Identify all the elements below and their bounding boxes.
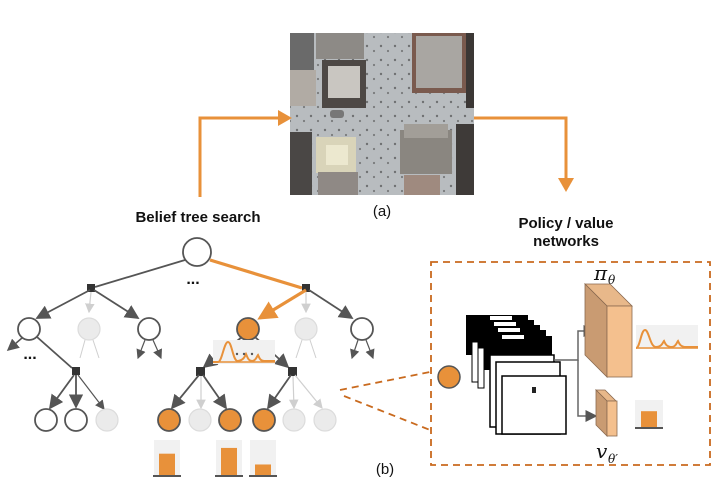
value-bar-leaf-1 [159,453,175,476]
belief-node-l1 [17,317,41,341]
belief-tree-search-title: Belief tree search [135,209,260,226]
policy-value-title-line2: networks [533,233,599,250]
value-output-chart [635,400,663,429]
action-node-right [302,284,310,292]
caption-b: (b) [376,461,394,478]
leaf-node-faded [313,408,337,432]
leaf-node-4 [252,408,276,432]
left-ellipsis: ... [23,346,36,363]
belief-node-faded [77,317,101,341]
leaf-node-faded [282,408,306,432]
root-ellipsis: ... [186,271,199,288]
leaf-node-1 [157,408,181,432]
zoom-connector-lower [343,395,431,431]
value-network-block [595,389,618,437]
leaf-node-faded [188,408,212,432]
feature-map-stack [466,315,567,435]
belief-node-l3 [137,317,161,341]
belief-node-r3 [350,317,374,341]
network-detail: π θ v θ′ [437,261,698,466]
value-subscript: θ′ [608,452,618,466]
value-bar-leaf-3 [221,447,237,476]
value-bar-leaf-4 [255,464,271,476]
highlighted-path-edge-2 [257,288,307,320]
policy-output-curve [635,328,698,349]
policy-value-title-line1: Policy / value [518,215,613,232]
leaf-node [34,408,58,432]
policy-symbol: π [593,261,608,285]
caption-a: (a) [373,203,391,220]
leaf-node-3 [218,408,242,432]
highlighted-path-edge-1 [209,258,303,290]
action-node [72,367,80,375]
action-node [196,367,205,376]
zoom-connector-upper [339,371,431,391]
policy-distribution-curve [213,340,275,363]
policy-subscript: θ [608,273,616,287]
belief-tree: ... ... [6,237,375,477]
value-symbol: v [596,439,608,463]
input-belief-node [437,365,461,389]
policy-network-block [584,283,633,378]
tree-root-node [182,237,212,267]
value-output-bar [641,411,657,428]
action-node [288,367,297,376]
belief-node-faded [294,317,318,341]
action-node-left [87,284,95,292]
arrow-tree-to-scene [198,110,292,197]
leaf-node-faded [95,408,119,432]
scene-image [290,33,474,195]
arrow-scene-to-networks [474,116,574,192]
leaf-node [64,408,88,432]
